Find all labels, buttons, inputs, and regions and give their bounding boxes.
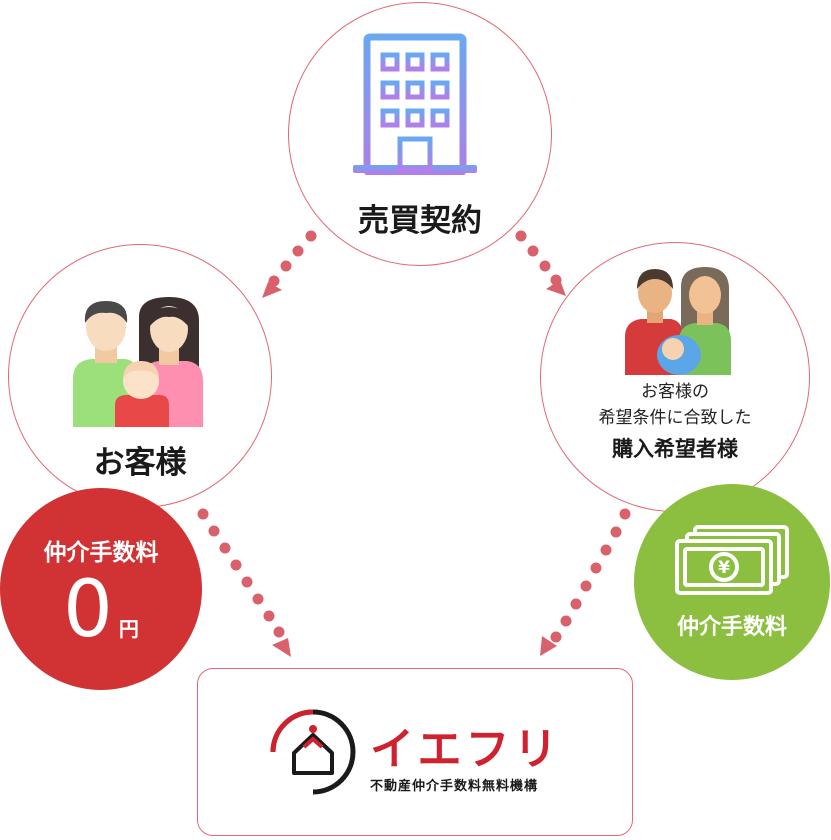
customer-fee-title: 仲介手数料 — [43, 540, 159, 566]
customer-fee-amount: 0 — [63, 565, 113, 655]
buyer-line3: 購入希望者様 — [612, 437, 738, 461]
office-building-icon — [353, 33, 477, 175]
money-bills-icon: ¥ — [675, 525, 789, 595]
contract-label: 売買契約 — [358, 203, 482, 239]
connector-customer-to-logo — [197, 508, 291, 657]
buyer-fee-badge: ¥ 仲介手数料 — [634, 484, 830, 680]
contract-node: 売買契約 — [288, 2, 552, 266]
customer-fee-unit: 円 — [118, 617, 139, 641]
logo-name: イエフリ — [370, 724, 562, 775]
logo-subtitle: 不動産仲介手数料無料機構 — [370, 779, 539, 794]
connector-contract-to-buyer — [515, 230, 566, 296]
connector-contract-to-customer — [262, 230, 317, 298]
iefuri-logo-box: イエフリ 不動産仲介手数料無料機構 — [197, 668, 633, 836]
family-with-baby-icon — [625, 267, 731, 375]
buyer-node: お客様の 希望条件に合致した 購入希望者様 — [540, 242, 810, 512]
svg-text:¥: ¥ — [718, 558, 730, 578]
customer-node: お客様 — [8, 244, 272, 508]
buyer-line2: 希望条件に合致した — [598, 408, 752, 428]
customer-fee-badge: 仲介手数料 0 円 — [0, 488, 202, 690]
house-logo-icon — [270, 709, 356, 795]
family-icon — [73, 297, 203, 427]
buyer-line1: お客様の — [641, 382, 709, 402]
customer-label: お客様 — [93, 445, 187, 481]
customer-fee-amount-row: 0 円 — [63, 567, 139, 653]
buyer-fee-title: 仲介手数料 — [676, 615, 787, 640]
connector-buyer-to-logo — [540, 508, 631, 656]
